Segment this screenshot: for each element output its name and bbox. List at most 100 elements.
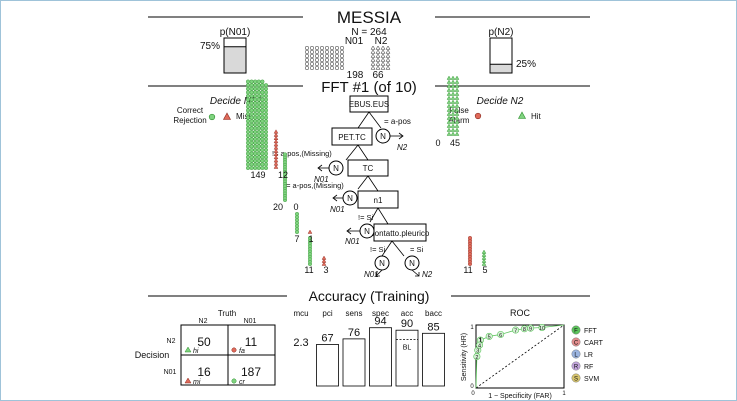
hit-icon bbox=[454, 115, 460, 120]
hit-icon bbox=[450, 91, 456, 96]
correct-rejection-icon bbox=[256, 119, 261, 124]
header-n01-icon bbox=[309, 57, 315, 63]
hit-icon bbox=[450, 99, 456, 104]
correct-rejection-icon bbox=[245, 108, 250, 113]
hit-icon bbox=[454, 123, 460, 128]
correct-rejection-icon bbox=[260, 155, 265, 160]
count-hit-6: 5 bbox=[482, 265, 487, 275]
correct-rejection-icon bbox=[260, 93, 265, 98]
roc-point-label: 9 bbox=[529, 326, 532, 332]
roc-tick-y0: 0 bbox=[470, 384, 474, 390]
correct-rejection-icon bbox=[249, 108, 254, 113]
decision-label-4: N01 bbox=[345, 237, 360, 246]
header-n2-icon bbox=[375, 49, 381, 54]
correct-rejection-icon bbox=[256, 79, 261, 84]
row-label-n2: N2 bbox=[167, 338, 176, 345]
correct-rejection-icon bbox=[264, 162, 269, 167]
hit-icon bbox=[446, 79, 452, 84]
header-n2-icon bbox=[380, 61, 386, 66]
p-left-label: p(N01) bbox=[220, 27, 251, 38]
decision-axis-label: Decision bbox=[135, 350, 170, 360]
correct-rejection-icon bbox=[249, 126, 254, 131]
p-right-fill bbox=[489, 63, 513, 74]
roc-point bbox=[485, 332, 493, 340]
correct-rejection-icon bbox=[245, 158, 250, 163]
node-ebus-eus bbox=[349, 95, 389, 113]
decision-label-1: N2 bbox=[397, 143, 408, 152]
hit-icon bbox=[450, 87, 456, 92]
accuracy-bar-value-mcu: 2.3 bbox=[293, 337, 308, 349]
header-n01-icon bbox=[334, 49, 340, 55]
header-n01-icon bbox=[329, 49, 335, 55]
header-n2-icon bbox=[375, 61, 381, 66]
hit-icon bbox=[446, 91, 452, 96]
correct-rejection-icon bbox=[260, 97, 265, 102]
header-n01-icon bbox=[334, 61, 340, 67]
correct-rejection-icon bbox=[245, 129, 250, 134]
header-n2-icon bbox=[385, 49, 391, 54]
page-title: MESSIA bbox=[337, 8, 402, 27]
miss-icon bbox=[273, 129, 279, 134]
header-n01-icon bbox=[304, 65, 310, 71]
count-cr-3: 20 bbox=[273, 202, 283, 212]
exit-marker-5-label: N bbox=[379, 259, 385, 268]
correct-rejection-icon bbox=[253, 140, 258, 145]
correct-rejection-icon bbox=[253, 122, 258, 127]
cm-cell-mi: 16 bbox=[197, 365, 211, 379]
truth-label: Truth bbox=[218, 309, 236, 318]
accuracy-bar-value-bacc: 85 bbox=[427, 321, 439, 333]
hit-icon bbox=[450, 115, 456, 120]
correct-rejection-icon bbox=[245, 90, 250, 95]
correct-rejection-icon bbox=[264, 155, 269, 160]
count-fa-6: 11 bbox=[463, 265, 472, 275]
hit-icon bbox=[481, 258, 487, 263]
correct-rejection-icon bbox=[245, 93, 250, 98]
hit-icon bbox=[454, 83, 460, 88]
roc-legend-key: S bbox=[574, 377, 578, 383]
header-n01-icon bbox=[314, 61, 320, 67]
accuracy-bar-spec bbox=[369, 327, 392, 387]
header-n01-icon bbox=[339, 49, 345, 55]
roc-legend-label-rf: RF bbox=[584, 364, 593, 371]
correct-rejection-icon bbox=[264, 111, 269, 116]
hit-icon bbox=[446, 103, 452, 108]
hit-icon bbox=[454, 111, 460, 116]
correct-rejection-icon bbox=[249, 155, 254, 160]
header-n01-icon bbox=[339, 61, 345, 67]
roc-tick-x1: 1 bbox=[562, 391, 566, 397]
hit-icon bbox=[446, 95, 452, 100]
edge-label-2: != a-pos,(Missing) bbox=[272, 149, 332, 158]
header-n2-icon bbox=[370, 65, 376, 70]
header-n01-icon bbox=[314, 45, 320, 51]
hit-icon bbox=[446, 99, 452, 104]
header-n01-icon bbox=[319, 53, 325, 59]
roc-point-label: 10 bbox=[539, 326, 545, 332]
correct-rejection-icon bbox=[256, 115, 261, 120]
roc-point bbox=[512, 326, 520, 334]
correct-rejection-icon bbox=[245, 79, 250, 84]
correct-rejection-icon bbox=[249, 90, 254, 95]
n-label: N = 264 bbox=[351, 27, 387, 38]
correct-rejection-icon bbox=[249, 140, 254, 145]
header-n01-icon bbox=[334, 53, 340, 59]
col-label-n2: N2 bbox=[199, 318, 208, 325]
accuracy-bar-label-sens: sens bbox=[346, 309, 363, 318]
class-right-label: N2 bbox=[375, 36, 388, 47]
roc-legend-icon-fft bbox=[571, 325, 581, 335]
header-n2-icon bbox=[380, 49, 386, 54]
correct-rejection-icon bbox=[256, 83, 261, 88]
roc-legend-key: C bbox=[574, 341, 579, 347]
roc-point-label: 8 bbox=[523, 327, 526, 333]
correct-rejection-icon bbox=[264, 144, 269, 149]
roc-point-label: 6 bbox=[499, 333, 502, 339]
accuracy-bar-label-spec: spec bbox=[372, 309, 389, 318]
decision-label-3: N01 bbox=[330, 205, 345, 214]
header-n2-icon bbox=[375, 53, 381, 58]
correct-rejection-icon bbox=[249, 137, 254, 142]
tree-title: FFT #1 (of 10) bbox=[321, 79, 417, 96]
cm-tag-fa: fa bbox=[239, 348, 245, 355]
hit-icon bbox=[446, 115, 452, 120]
hit-icon bbox=[454, 103, 460, 108]
roc-xlabel: 1 − Specificity (FAR) bbox=[488, 393, 552, 400]
count-cr-2: 149 bbox=[250, 170, 265, 180]
